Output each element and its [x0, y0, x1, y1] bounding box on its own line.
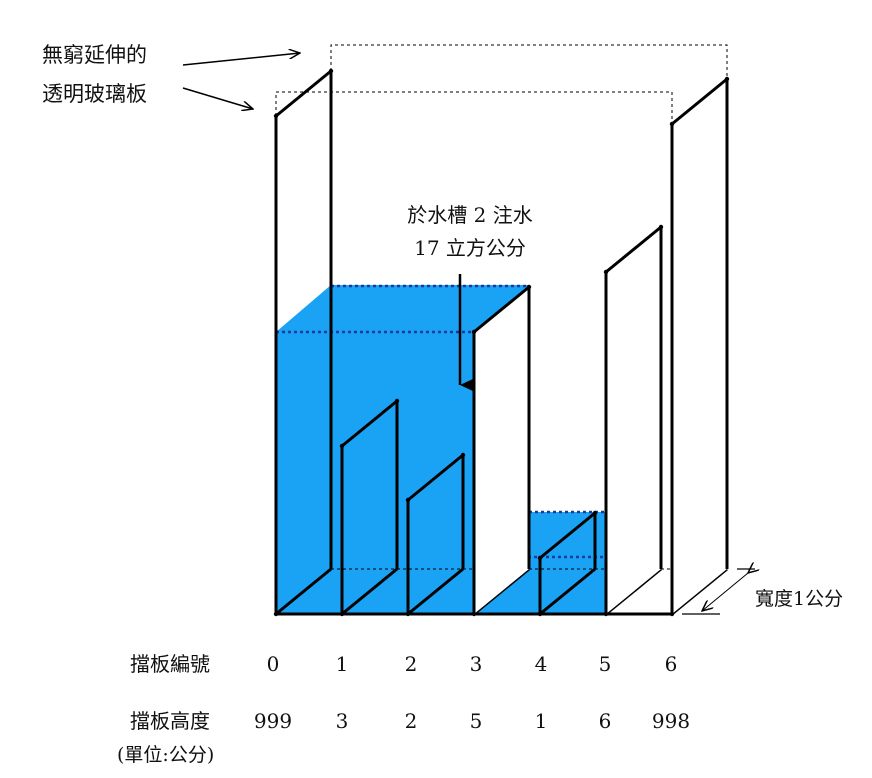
- plate-index-label: 擋板編號: [130, 652, 210, 676]
- plate-height-0: 999: [254, 709, 292, 733]
- plate-outline: [538, 511, 597, 614]
- water-layer: [276, 284, 610, 614]
- plate-index-5: 5: [599, 652, 612, 676]
- unit-label: (單位:公分): [117, 744, 214, 766]
- plate-corner: [658, 224, 664, 230]
- water-region-left: [276, 285, 529, 614]
- plate-6: [669, 76, 730, 617]
- plate-corner: [669, 121, 675, 127]
- floor-diagonal: [407, 567, 464, 616]
- plate-index-2: 2: [405, 652, 418, 676]
- plate-outline: [340, 399, 399, 614]
- width-label: 寬度1公分: [755, 588, 843, 610]
- plate-outline: [472, 285, 531, 614]
- plate-height-5: 6: [599, 709, 612, 733]
- plate-corner: [394, 398, 400, 404]
- plate-height-1: 3: [336, 709, 349, 733]
- plate-corner: [273, 113, 279, 119]
- plate-outline: [604, 225, 663, 614]
- plate-corner: [471, 329, 477, 335]
- plate-corner: [328, 68, 334, 74]
- plate-index-4: 4: [535, 652, 548, 676]
- floor-diagonal: [539, 567, 596, 616]
- plate-corner: [724, 76, 730, 82]
- plate-height-2: 2: [405, 709, 418, 733]
- plate-outline: [274, 69, 333, 614]
- plate-index-6: 6: [665, 652, 678, 676]
- plate-outline: [406, 453, 465, 614]
- floor-diagonal: [341, 567, 398, 616]
- width-indicator: [682, 569, 755, 615]
- plate-outline: [670, 77, 729, 614]
- plate-corner: [339, 443, 345, 449]
- plate-face: [672, 79, 727, 614]
- plate-corner: [592, 510, 598, 516]
- plate-corner: [537, 555, 543, 561]
- plate-corner: [405, 497, 411, 503]
- plate-corner: [460, 452, 466, 458]
- plate-5: [603, 224, 664, 617]
- plate-index-3: 3: [470, 652, 483, 676]
- plates: [273, 68, 730, 617]
- glass-arrow-2: [182, 87, 253, 109]
- glass-outline: [275, 44, 728, 124]
- floor-diagonal: [275, 567, 332, 616]
- glass-label-line1: 無窮延伸的: [42, 43, 147, 67]
- back-glass-dashed: [330, 44, 728, 76]
- plate-corner: [603, 269, 609, 275]
- injection-label-line1: 於水槽 2 注水: [407, 203, 532, 227]
- plate-height-label: 擋板高度: [130, 709, 210, 733]
- glass-label-line2: 透明玻璃板: [42, 82, 147, 106]
- plate-table: 0 1 2 3 4 5 6 999 3 2 5 1 6 998: [254, 652, 690, 733]
- plate-index-0: 0: [267, 652, 280, 676]
- plate-face: [474, 287, 529, 614]
- front-glass-dashed: [275, 91, 673, 124]
- plate-corner: [526, 284, 532, 290]
- injection-label-line2: 17 立方公分: [414, 236, 526, 260]
- plate-3: [471, 284, 532, 617]
- plate-height-6: 998: [652, 709, 690, 733]
- plate-index-1: 1: [336, 652, 349, 676]
- plate-height-4: 1: [535, 709, 548, 733]
- plate-face: [606, 227, 661, 614]
- glass-arrow-1: [182, 53, 300, 66]
- plate-height-3: 5: [470, 709, 483, 733]
